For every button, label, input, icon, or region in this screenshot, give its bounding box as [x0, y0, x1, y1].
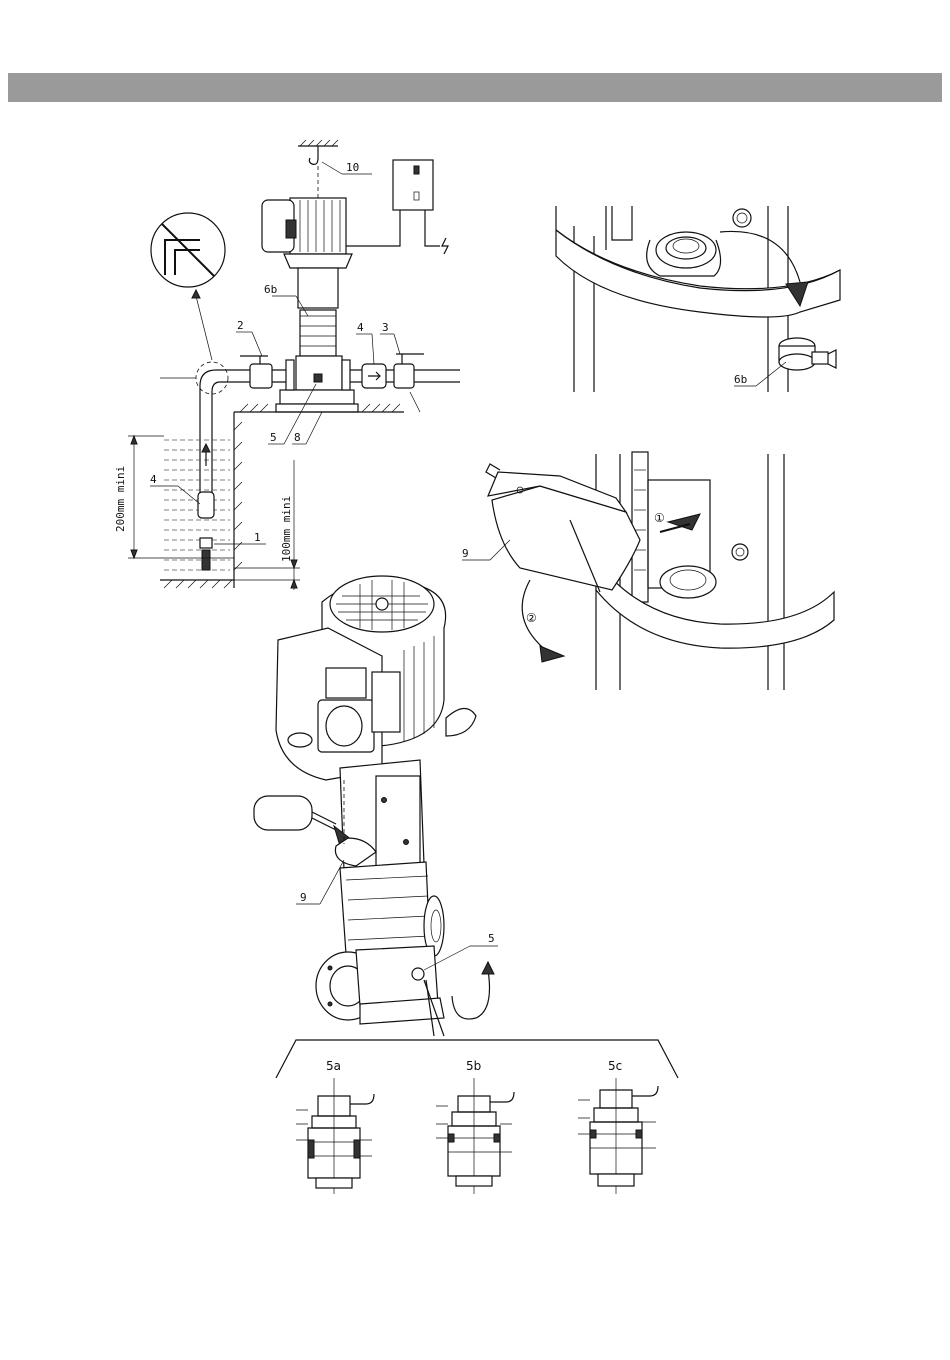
expansion-vessel-6b [779, 338, 836, 370]
step-2-marker: ② [526, 611, 537, 625]
installation-schematic: 10 6b [114, 140, 460, 590]
detail-5c: 5c [578, 1059, 658, 1194]
label-drain-5-pump: 5 [488, 932, 495, 945]
label-valve-2: 2 [237, 319, 244, 332]
detail-5c-label: 5c [608, 1059, 622, 1073]
label-hook: 10 [346, 161, 359, 174]
pump-perspective: 9 5 [254, 576, 678, 1078]
label-base-8: 8 [294, 431, 301, 444]
detail-5a: 5a [296, 1059, 374, 1194]
label-6b-detail: 6b [734, 373, 747, 386]
label-cover-9-pump: 9 [300, 891, 307, 904]
label-strainer-1: 1 [254, 531, 261, 544]
control-box [393, 160, 433, 210]
cover-9 [486, 464, 640, 592]
detail-5b: 5b [436, 1059, 514, 1194]
dim-100mm: 100mm mini [280, 496, 293, 562]
label-drain-5: 5 [270, 431, 277, 444]
discharge-valve [394, 364, 414, 388]
label-cover-9-top: 9 [462, 547, 469, 560]
cover-removal-detail: 9 ① ② [462, 452, 834, 690]
hook-icon [309, 146, 318, 164]
label-6b-schematic: 6b [264, 283, 277, 296]
dim-200mm: 200mm mini [114, 466, 127, 532]
vessel-detail: 6b [556, 206, 840, 392]
label-check-valve-4b: 4 [150, 473, 157, 486]
step-1-marker: ① [654, 511, 665, 525]
detail-5b-label: 5b [466, 1059, 481, 1073]
label-valve-3: 3 [382, 321, 389, 334]
detail-5a-label: 5a [326, 1059, 341, 1073]
motor-body [290, 198, 346, 254]
label-check-valve-4: 4 [357, 321, 364, 334]
prohibited-bend-icon [151, 213, 225, 287]
suction-valve [250, 364, 272, 388]
drain-plug-details: 5a 5b [296, 1059, 658, 1194]
